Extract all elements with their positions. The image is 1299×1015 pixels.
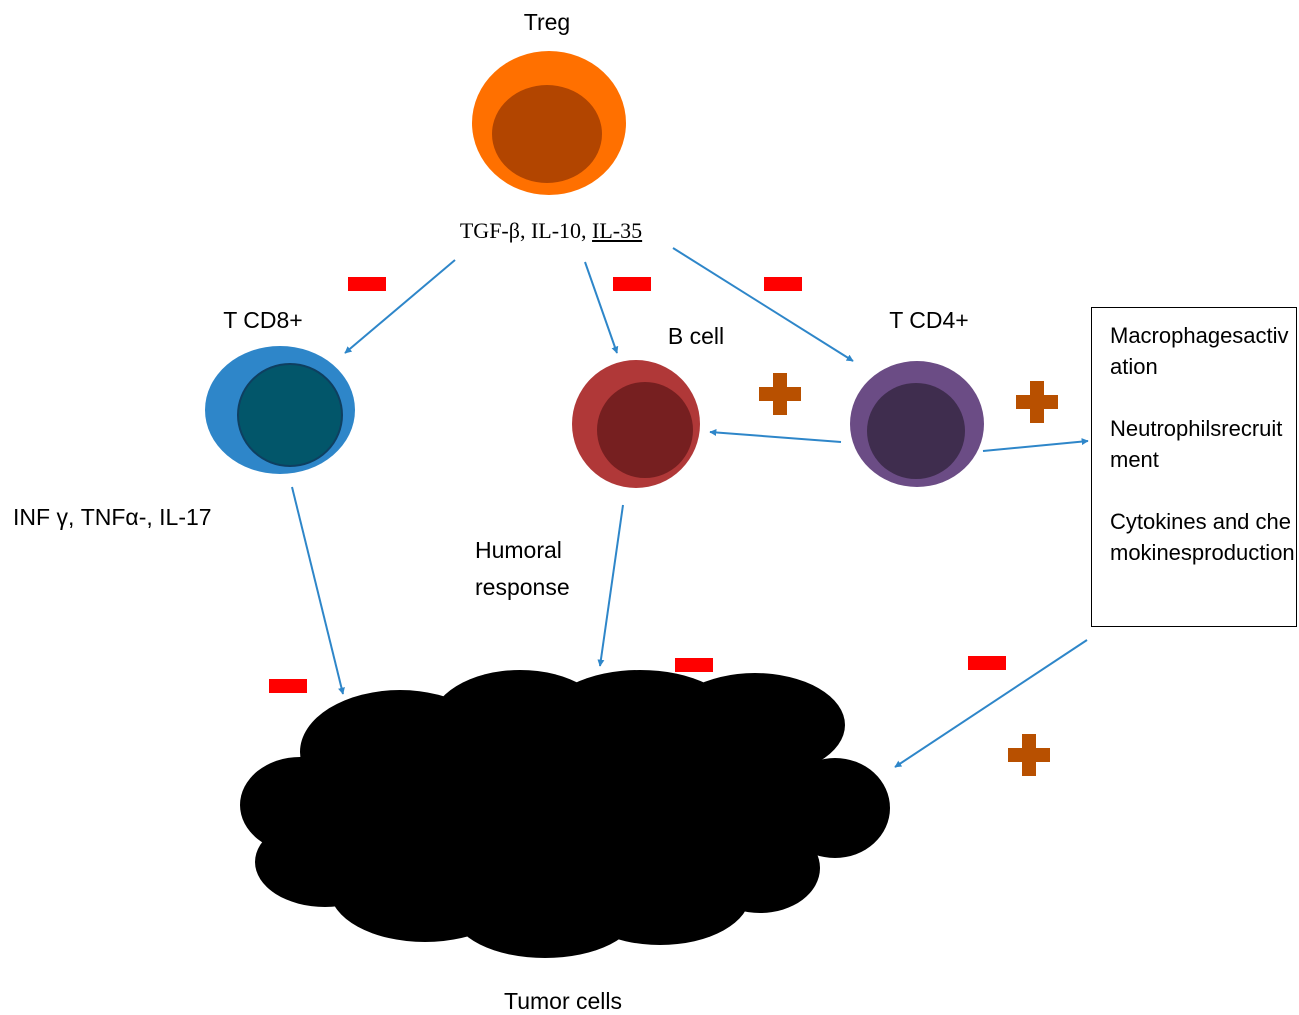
humoral-label-line1: Humoral bbox=[475, 537, 562, 563]
plus-sign bbox=[1016, 381, 1058, 423]
plus-signs bbox=[759, 373, 1058, 776]
plus-sign bbox=[1008, 734, 1050, 776]
arrow-cd8-to-tumor bbox=[291, 486, 345, 695]
minus-sign bbox=[348, 277, 386, 291]
arrow-bcell-to-tumor bbox=[597, 504, 624, 667]
arrow-treg-to-bcell bbox=[584, 261, 619, 354]
tumor-label: Tumor cells bbox=[504, 988, 622, 1014]
tcd8-label: T CD8+ bbox=[223, 307, 303, 333]
arrow-cd4-to-box bbox=[982, 438, 1089, 452]
humoral-label-line2: response bbox=[475, 574, 570, 600]
plus-sign bbox=[759, 373, 801, 415]
minus-sign bbox=[675, 658, 713, 672]
cytokine-label: TGF-β, IL-10, IL-35 bbox=[460, 218, 642, 244]
bcell-cell bbox=[572, 360, 700, 488]
cytokine-text: TGF-β, IL-10, bbox=[459, 218, 593, 243]
tcd4-cell bbox=[850, 361, 984, 487]
tcd4-label: T CD4+ bbox=[889, 307, 969, 333]
effect-macrophages: Macrophagesactivation bbox=[1110, 323, 1289, 379]
effect-cytokines: Cytokines and chemokinesproduction bbox=[1110, 509, 1295, 565]
effects-box: Macrophagesactivation Neutrophilsrecruit… bbox=[1091, 307, 1297, 627]
effect-neutrophils: Neutrophilsrecruitment bbox=[1110, 416, 1283, 472]
tumor-cluster bbox=[240, 670, 890, 958]
cd8-products-label: INF γ, TNFα-, IL-17 bbox=[13, 504, 212, 530]
minus-sign bbox=[764, 277, 802, 291]
arrow-treg-to-cd8 bbox=[344, 259, 456, 354]
bcell-label: B cell bbox=[667, 323, 725, 349]
arrow-cd4-to-bcell bbox=[709, 428, 842, 443]
treg-label: Treg bbox=[523, 9, 571, 35]
cytokine-il35: IL-35 bbox=[592, 218, 643, 243]
arrow-box-to-tumor bbox=[894, 639, 1088, 768]
minus-sign bbox=[968, 656, 1006, 670]
arrows bbox=[291, 247, 1089, 768]
minus-sign bbox=[269, 679, 307, 693]
minus-sign bbox=[613, 277, 651, 291]
tcd8-cell bbox=[205, 346, 355, 474]
treg-cell bbox=[472, 51, 626, 195]
minus-signs bbox=[269, 277, 1006, 693]
arrow-treg-to-cd4 bbox=[672, 247, 854, 362]
